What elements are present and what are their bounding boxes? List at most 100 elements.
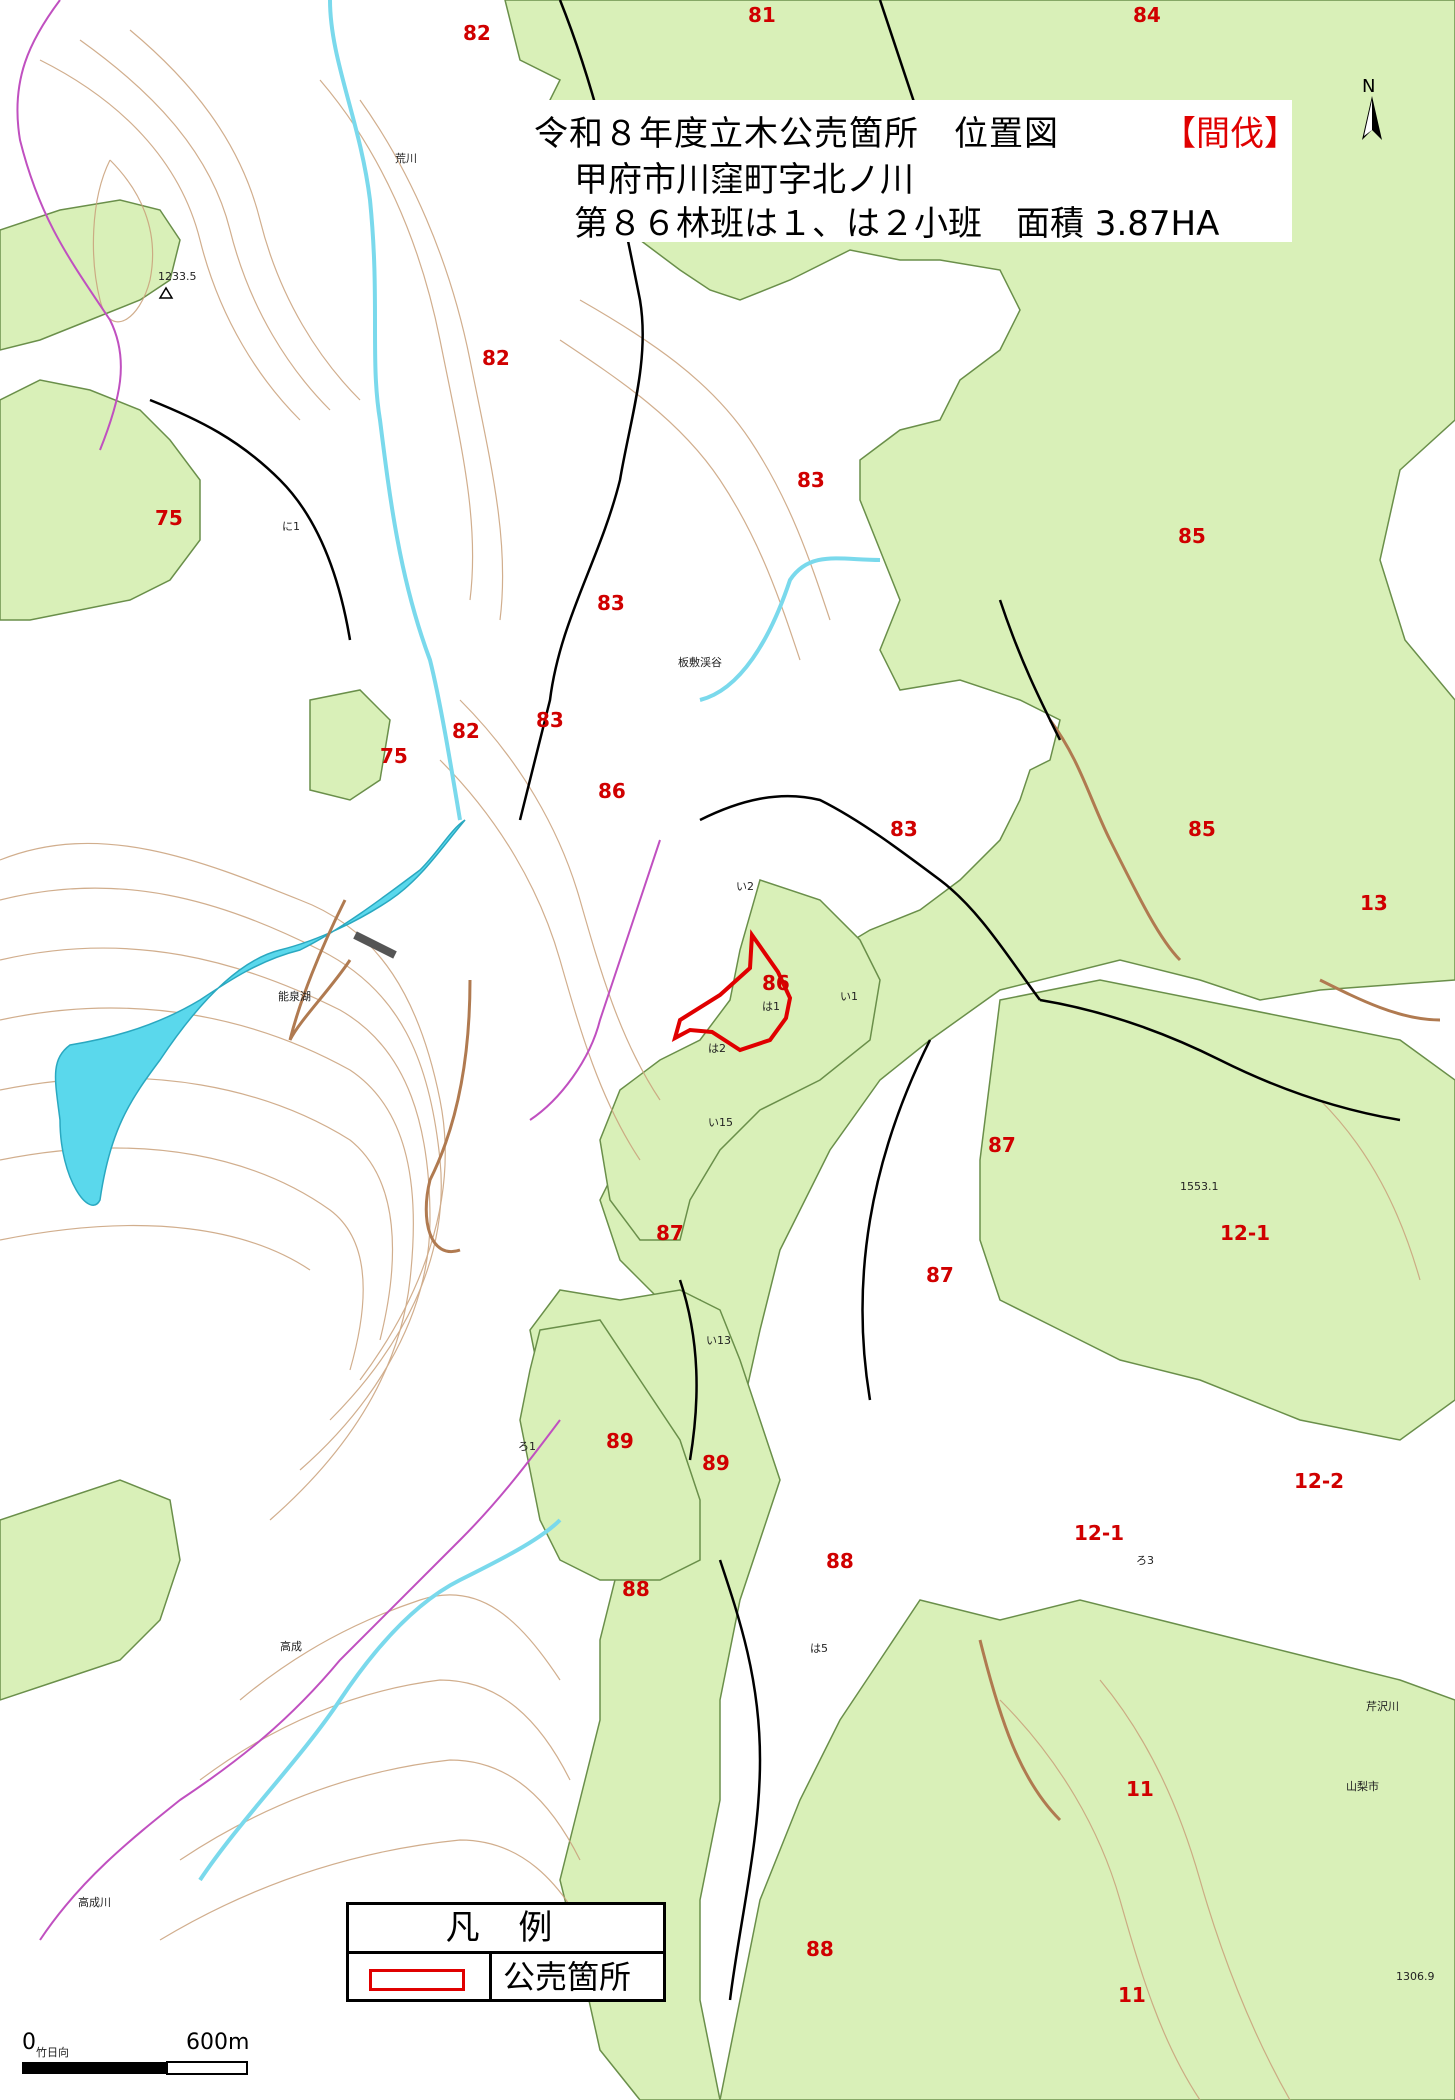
map-label: 板敷渓谷 [678, 655, 722, 669]
compartment-label: 87 [988, 1133, 1016, 1157]
map-label: 高成 [280, 1639, 302, 1653]
compartment-label: 12-1 [1220, 1221, 1270, 1245]
compartment-label: 81 [748, 3, 776, 27]
forest-southwest [0, 1479, 181, 1701]
map-label: は5 [810, 1642, 828, 1655]
compartment-label: 88 [826, 1549, 854, 1573]
compartment-label: 12-2 [1294, 1469, 1344, 1493]
legend-swatch-sale-area [369, 1969, 465, 1991]
trail-9 [149, 398, 352, 641]
contour-23 [999, 1699, 1201, 2100]
contour-24 [1099, 1679, 1291, 2100]
map-label: 山梨市 [1346, 1779, 1379, 1793]
forest-central [599, 879, 881, 1241]
map-title: 令和８年度立木公売箇所 位置図 [534, 114, 1059, 154]
compartment-label: 84 [1133, 3, 1161, 27]
map-label: い15 [708, 1116, 733, 1129]
compartment-label: 85 [1188, 817, 1216, 841]
compartment-label: 83 [890, 817, 918, 841]
forest-west [0, 379, 201, 621]
compartment-label: 87 [926, 1263, 954, 1287]
compartment-label: 13 [1360, 891, 1388, 915]
admin-boundaries [16, 0, 661, 1941]
legend-title: 凡 例 [349, 1905, 663, 1954]
north-arrow-icon: N [1362, 76, 1382, 140]
trail-2 [699, 794, 1042, 1001]
forest-west-north [0, 199, 181, 351]
legend-divider [489, 1951, 492, 2002]
forest-road-2 [424, 979, 472, 1254]
thinning-tag: 【間伐】 [1162, 114, 1298, 154]
map-label: は1 [762, 1000, 780, 1013]
forest-road-5 [978, 1639, 1062, 1822]
compartment-label: 82 [482, 346, 510, 370]
forest-north [504, 0, 1455, 1561]
contour-8 [39, 59, 301, 421]
compartment-label: 75 [155, 506, 183, 530]
scale-start-label: 0 [22, 2030, 36, 2055]
compartment-label: 89 [702, 1451, 730, 1475]
map-label: ろ1 [518, 1440, 536, 1453]
forest-midwest-strip [309, 689, 391, 801]
small-labels: 荒川 1233.5 板敷渓谷 能泉湖 1553.1 高成 高成川 竹日向 山梨市… [36, 152, 1435, 2059]
contour-18 [179, 1759, 581, 1861]
contour-10 [129, 29, 361, 401]
compartment-label: 12-1 [1074, 1521, 1124, 1545]
map-title-box: 令和８年度立木公売箇所 位置図 【間伐】 甲府市川窪町字北ノ川 第８６林班は１、… [522, 100, 1298, 244]
river-east [699, 556, 881, 702]
contour-7 [0, 1224, 311, 1271]
forest-southwest-cluster [519, 1319, 701, 1581]
contour-19 [159, 1839, 591, 1941]
lake [54, 819, 466, 1206]
north-label: N [1362, 76, 1375, 97]
dam [353, 931, 397, 959]
contour-1 [0, 842, 446, 1381]
map-label: 1553.1 [1180, 1180, 1219, 1193]
forest-road-4 [1319, 978, 1441, 1022]
compartment-label: 85 [1178, 524, 1206, 548]
compartment-area: 第８６林班は１、は２小班 面積 3.87HA [574, 204, 1220, 244]
scale-bar-black [22, 2062, 167, 2074]
river-main [328, 0, 462, 821]
trail-3 [1039, 998, 1401, 1122]
map-label: 能泉湖 [278, 989, 311, 1003]
compartment-label: 83 [597, 591, 625, 615]
compartment-label: 88 [806, 1937, 834, 1961]
forest-south-east [719, 1599, 1455, 2100]
map-label: 芹沢川 [1366, 1699, 1399, 1713]
map-label: い1 [840, 990, 858, 1003]
compartment-label: 87 [656, 1221, 684, 1245]
contour-11 [92, 159, 154, 323]
contour-6 [0, 1147, 364, 1371]
compartment-label: 11 [1126, 1777, 1154, 1801]
admin-boundary-south [39, 1419, 561, 1941]
contour-13 [359, 99, 504, 621]
forest-road-1 [288, 899, 352, 1041]
forest-east-mid [979, 979, 1455, 1441]
trail-6 [678, 1279, 698, 1461]
map-label: い13 [706, 1334, 731, 1347]
contour-20 [459, 699, 661, 1101]
scale-bar-white [166, 2061, 248, 2075]
trail-4 [861, 1039, 932, 1401]
contour-12 [319, 79, 474, 601]
compartment-label: 83 [536, 708, 564, 732]
map-label: は2 [708, 1042, 726, 1055]
trail-7 [998, 599, 1062, 741]
admin-boundary-road [529, 839, 661, 1121]
compartment-label: 82 [463, 21, 491, 45]
compartment-label: 89 [606, 1429, 634, 1453]
scale-bar [22, 2061, 248, 2075]
trail-5 [718, 1559, 762, 2001]
map-label: ろ3 [1136, 1554, 1154, 1567]
location-address: 甲府市川窪町字北ノ川 [574, 160, 914, 200]
compartment-label: 75 [380, 744, 408, 768]
contour-17 [199, 1679, 571, 1781]
legend-label-sale-area: 公売箇所 [503, 1958, 632, 1996]
contour-21 [439, 759, 641, 1161]
map-label: 1233.5 [158, 270, 197, 283]
compartment-labels: 81 84 82 82 82 75 75 83 83 83 83 85 85 8… [155, 3, 1388, 2007]
map-label: い2 [736, 880, 754, 893]
scale-end-label: 600m [186, 2030, 250, 2055]
